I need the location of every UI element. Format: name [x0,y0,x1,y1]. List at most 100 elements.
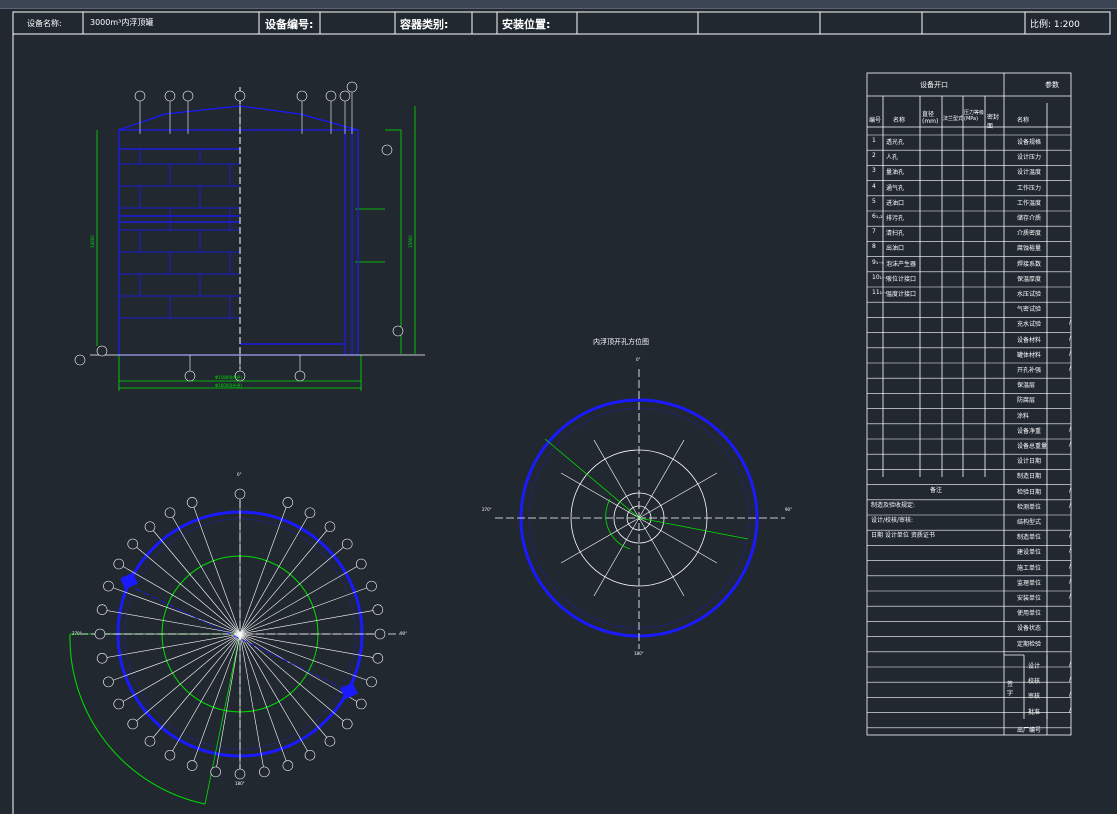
param-item: 设备规格 [1017,139,1042,146]
nozzle-no: 3 [872,167,876,175]
roof-east: 90° [785,507,793,512]
plan-south: 180° [235,781,245,786]
lower-item: 设计日期 [1017,458,1042,466]
param-slash: / [1069,319,1072,327]
nozzle-no: 8 [872,243,876,251]
nozzle-name: 液位计接口 [886,275,917,283]
signature-row: 审核 [1028,693,1041,701]
vessel-category-label: 容器类别: [400,18,449,31]
col-item: 名称 [1017,117,1030,124]
param-item: 设计温度 [1017,169,1042,177]
signature-slash: / [1069,706,1072,714]
signature-row: 设计 [1028,663,1041,670]
remark-3: 日期 设计单位 资质证书 [871,532,935,539]
param-item: 水压试验 [1017,291,1042,298]
signature-row: 校核 [1028,678,1041,686]
drawing-svg [12,11,1111,814]
roof-west: 270° [482,507,492,512]
param-item: 开孔补强 [1017,367,1042,374]
nozzle-no: 7 [872,228,876,236]
signature-slash: / [1069,676,1072,684]
param-item: 设备材料 [1017,336,1042,344]
lower-slash: / [1069,532,1072,540]
scale-label: 比例: 1:200 [1030,20,1080,30]
window-top-bar [0,0,1117,9]
nozzle-no: 6₁,₂ [872,213,883,220]
nozzle-no: 5 [872,197,876,205]
lower-slash: / [1069,562,1072,570]
param-slash: / [1069,334,1072,342]
nozzle-name: 泡沫产生器 [886,260,917,268]
param-item: 充水试验 [1017,321,1042,329]
col-face: 密封面 [987,114,1000,130]
lower-item: 监理单位 [1017,579,1042,587]
plan-west: 270° [72,631,82,636]
lower-item: 建设单位 [1017,549,1042,557]
nozzle-name: 出油口 [886,245,905,253]
param-item: 设备净重 [1017,427,1042,435]
param-slash: / [1069,349,1072,357]
param-slash: / [1069,441,1072,448]
col-flange: 法兰型式 [943,116,964,122]
nozzle-no: 1 [872,137,876,144]
nozzle-name: 排污孔 [886,215,905,222]
param-slash: / [1069,365,1072,372]
plan-view-title: 内浮顶开孔方位图 [593,338,649,346]
nozzle-name: 清扫孔 [886,230,905,238]
col-diameter: 直径(mm) [922,111,939,125]
lower-slash: / [1069,593,1072,600]
lower-slash: / [1069,577,1072,585]
remarks-title: 备注 [930,487,943,494]
nozzle-name: 人孔 [886,154,899,162]
nozzle-no: 11₁₋₄ [872,289,888,296]
final-row-label: 出厂编号 [1017,727,1042,734]
param-item: 气密试验 [1017,306,1042,314]
signature-row: 批准 [1028,708,1041,716]
param-item: 介质密度 [1017,230,1042,238]
col-no: 编号 [869,117,882,124]
nozzle-no: 4 [872,182,876,190]
param-slash: / [1069,425,1072,433]
lower-slash: / [1069,547,1072,555]
remark-2: 设计/校核/审核: [871,517,914,524]
param-item: 防腐层 [1017,397,1036,405]
roof-north: 0° [636,357,641,362]
lower-slash: / [1069,486,1072,494]
dim-height-left: 14600 [89,235,95,248]
plan-view-bottom [69,488,400,805]
param-item: 焊接系数 [1017,260,1042,268]
param-item: 设备总重量 [1017,443,1048,450]
param-item: 保温厚度 [1017,275,1042,283]
col-name: 名称 [893,117,906,124]
nozzle-no: 10₁₋₄ [872,273,888,281]
table-title-params: 参数 [1045,81,1059,89]
lower-item: 检测单位 [1017,503,1042,511]
plan-view-floating-roof [495,369,785,649]
device-number-label: 设备编号: [265,18,314,31]
param-item: 设计压力 [1017,154,1042,162]
lower-slash: / [1069,501,1072,509]
signature-slash: / [1069,661,1072,668]
lower-item: 检验日期 [1017,488,1042,496]
dim-inner-diameter: Φ15800(内径) [215,375,242,380]
param-item: 涂料 [1017,412,1030,420]
table-title-openings: 设备开口 [920,81,948,89]
roof-south: 180° [634,651,644,656]
nozzle-name: 透光孔 [886,139,905,146]
nozzle-name: 进油口 [886,199,905,207]
remark-1: 制造及验收规定: [871,502,916,509]
device-name-label: 设备名称: [27,19,62,28]
param-item: 罐体材料 [1017,351,1042,359]
plan-east: 90° [400,631,408,636]
cad-drawing-canvas[interactable]: 设备名称: 3000m³内浮顶罐 设备编号: 容器类别: 安装位置: 比例: 1… [0,9,1117,814]
param-item: 工作压力 [1017,184,1042,192]
nozzle-table-row-lines [867,134,1071,729]
header-frame [12,11,1111,814]
param-item: 工作温度 [1017,199,1042,207]
lower-item: 设备状态 [1017,625,1042,633]
signature-group: 签字 [1007,681,1014,697]
device-name-value: 3000m³内浮顶罐 [90,18,154,27]
lower-item: 结构型式 [1017,519,1042,526]
nozzle-no: 2 [872,152,876,160]
dim-outer-diameter: Φ16000(外径) [215,383,242,388]
